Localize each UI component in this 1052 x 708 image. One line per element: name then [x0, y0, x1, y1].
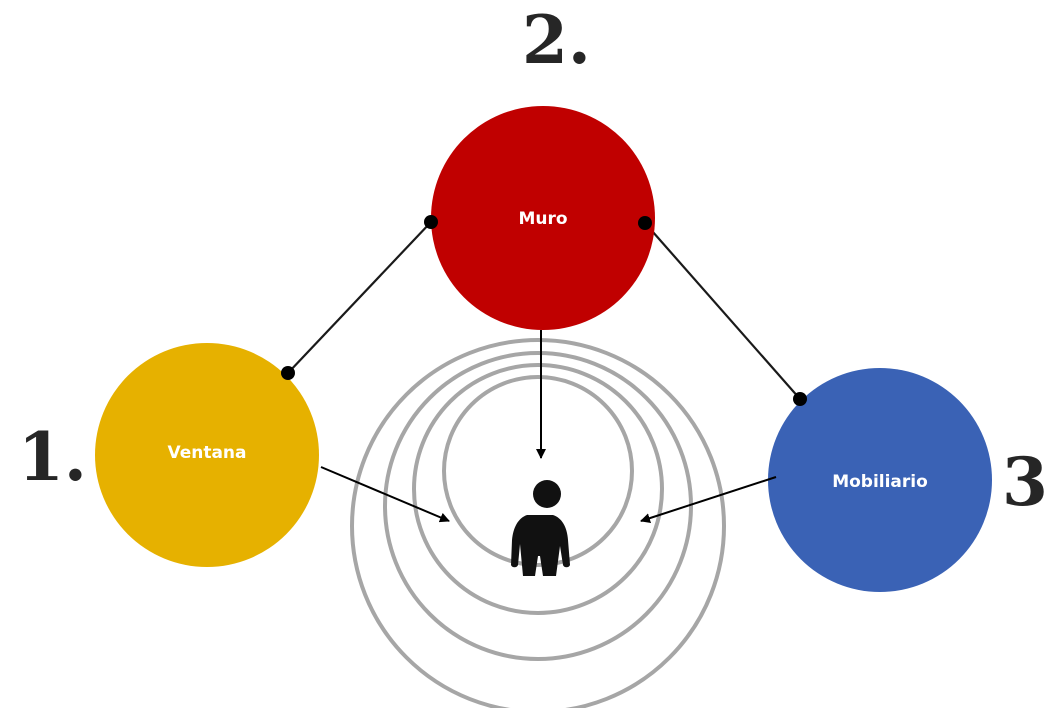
number-label-3: 3.: [1002, 443, 1052, 521]
arrow-ventana-to-person: [320, 466, 450, 523]
mobiliario-label: Mobiliario: [832, 472, 928, 492]
mobiliario-circle: [768, 368, 992, 592]
ring-outer: [350, 338, 726, 708]
ring-2: [412, 363, 664, 615]
ring-3: [383, 351, 693, 661]
person-icon: [511, 480, 570, 576]
concentric-rings: [350, 338, 726, 708]
connector-dots: [281, 215, 807, 406]
arrows: [320, 330, 777, 523]
node-mobiliario: Mobiliario: [768, 368, 992, 592]
node-ventana: Ventana: [95, 343, 319, 567]
dot-ventana: [281, 366, 295, 380]
muro-label: Muro: [518, 209, 567, 229]
ventana-label: Ventana: [167, 443, 246, 463]
arrow-mobiliario-to-person: [640, 476, 777, 523]
number-label-1: 1.: [18, 418, 87, 496]
connector-ventana-muro: [287, 221, 432, 374]
dot-muro-right: [638, 216, 652, 230]
dot-mobiliario: [793, 392, 807, 406]
person-head: [533, 480, 561, 508]
muro-circle: [431, 106, 655, 330]
connectors: [287, 221, 801, 400]
dot-muro-left: [424, 215, 438, 229]
person-body: [511, 515, 570, 576]
ventana-circle: [95, 343, 319, 567]
ring-inner: [442, 375, 634, 567]
number-label-2: 2.: [522, 1, 591, 79]
connector-muro-mobiliario: [644, 222, 801, 400]
node-muro: Muro: [431, 106, 655, 330]
